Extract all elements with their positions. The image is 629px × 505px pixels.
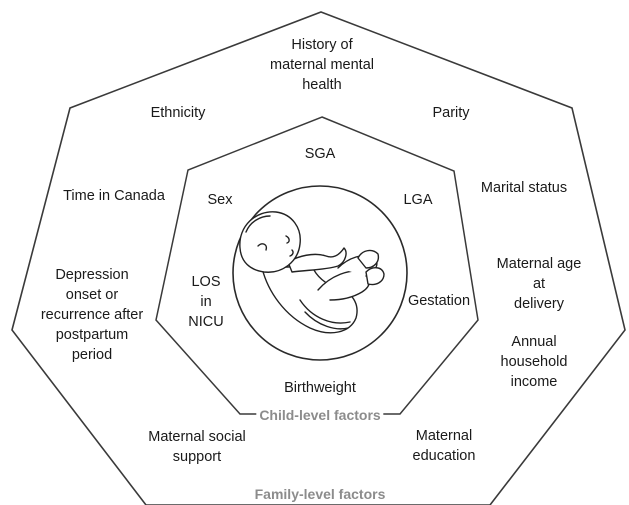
family-level-title: Family-level factors [251,486,389,502]
factor-parity: Parity [432,105,470,121]
center-circle [232,185,408,361]
factor-los-in-nicu: LOS in NICU [188,274,224,330]
factor-birthweight: Birthweight [284,380,356,396]
family-level-heptagon [11,11,626,505]
factor-maternal-education: Maternal education [412,428,476,464]
factor-history-maternal-mental-health: History of maternal mental health [270,37,374,93]
factor-time-in-canada: Time in Canada [63,188,165,204]
factor-sga: SGA [304,146,336,162]
factor-gestation: Gestation [407,293,471,309]
factor-household-income: Annual household income [500,334,568,390]
child-level-title: Child-level factors [256,407,384,423]
factor-sex: Sex [207,192,233,208]
baby-icon [239,211,385,334]
factor-maternal-social-support: Maternal social support [148,429,246,465]
factor-maternal-age: Maternal age at delivery [496,256,582,312]
factor-lga: LGA [403,192,433,208]
factor-depression-onset: Depression onset or recurrence after pos… [40,267,144,363]
factor-marital-status: Marital status [480,180,568,196]
factor-ethnicity: Ethnicity [150,105,206,121]
